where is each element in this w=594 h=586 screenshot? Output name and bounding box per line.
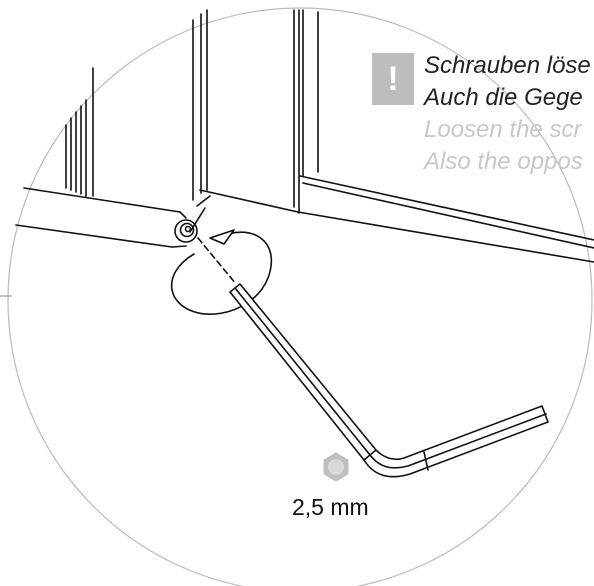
instruction-de-line-1: Schrauben löse: [424, 52, 591, 79]
instruction-en-line-2: Also the oppos: [424, 148, 583, 175]
left-panel: [92, 9, 208, 201]
rotation-arrow: [170, 229, 273, 315]
left-profile-strips: [65, 99, 87, 197]
center-post: [293, 9, 319, 214]
instruction-en-line-1: Loosen the scr: [424, 116, 582, 143]
insertion-guide-line: [197, 237, 237, 285]
instruction-de-line-2: Auch die Gege: [424, 84, 583, 111]
hex-key: [229, 283, 549, 478]
hex-key-size-label: 2,5 mm: [292, 494, 369, 520]
hex-size-symbol: [323, 452, 349, 482]
instruction-note: ! Schrauben löse Auch die Gege Loosen th…: [372, 50, 594, 180]
warning-icon: !: [372, 53, 414, 105]
screw: [174, 219, 198, 243]
